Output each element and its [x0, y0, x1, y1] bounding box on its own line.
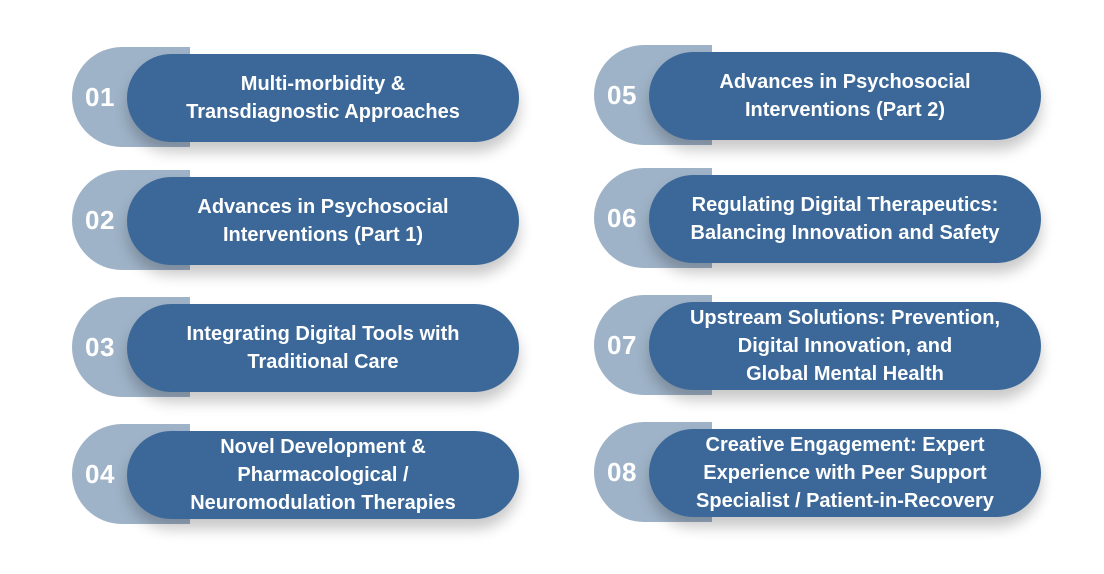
topic-number: 03: [85, 332, 115, 362]
topic-title: Advances in Psychosocial Interventions (…: [197, 196, 449, 246]
topic-card-06: 06 Regulating Digital Therapeutics: Bala…: [594, 168, 1044, 268]
topic-title: Integrating Digital Tools with Tradition…: [186, 323, 460, 373]
topic-title: Regulating Digital Therapeutics: Balanci…: [690, 194, 1000, 244]
topic-number: 02: [85, 205, 115, 235]
topic-title: Upstream Solutions: Prevention, Digital …: [689, 307, 1001, 385]
topic-pill: Creative Engagement: Expert Experience w…: [649, 429, 1041, 517]
topic-title: Multi-morbidity & Transdiagnostic Approa…: [186, 73, 460, 123]
topic-card-05: 05 Advances in Psychosocial Intervention…: [594, 45, 1044, 145]
topic-number: 01: [85, 82, 115, 112]
topic-card-02: 02 Advances in Psychosocial Intervention…: [72, 170, 522, 270]
topic-pill: Advances in Psychosocial Interventions (…: [127, 177, 519, 265]
topic-card-03: 03 Integrating Digital Tools with Tradit…: [72, 297, 522, 397]
topic-pill: Novel Development & Pharmacological / Ne…: [127, 431, 519, 519]
topic-pill: Multi-morbidity & Transdiagnostic Approa…: [127, 54, 519, 142]
topic-number: 08: [607, 457, 637, 487]
topic-number: 05: [607, 80, 637, 110]
topic-pill: Regulating Digital Therapeutics: Balanci…: [649, 175, 1041, 263]
topic-number: 07: [607, 330, 637, 360]
topic-card-04: 04 Novel Development & Pharmacological /…: [72, 424, 522, 524]
topic-card-07: 07 Upstream Solutions: Prevention, Digit…: [594, 295, 1044, 395]
topic-number: 06: [607, 203, 637, 233]
topic-title: Creative Engagement: Expert Experience w…: [696, 434, 994, 512]
topic-pill: Advances in Psychosocial Interventions (…: [649, 52, 1041, 140]
topic-pill: Upstream Solutions: Prevention, Digital …: [649, 302, 1041, 390]
topic-title: Advances in Psychosocial Interventions (…: [719, 71, 971, 121]
topic-card-08: 08 Creative Engagement: Expert Experienc…: [594, 422, 1044, 522]
topic-title: Novel Development & Pharmacological / Ne…: [190, 436, 456, 514]
topic-pill: Integrating Digital Tools with Tradition…: [127, 304, 519, 392]
topic-number: 04: [85, 459, 115, 489]
topic-card-01: 01 Multi-morbidity & Transdiagnostic App…: [72, 47, 522, 147]
